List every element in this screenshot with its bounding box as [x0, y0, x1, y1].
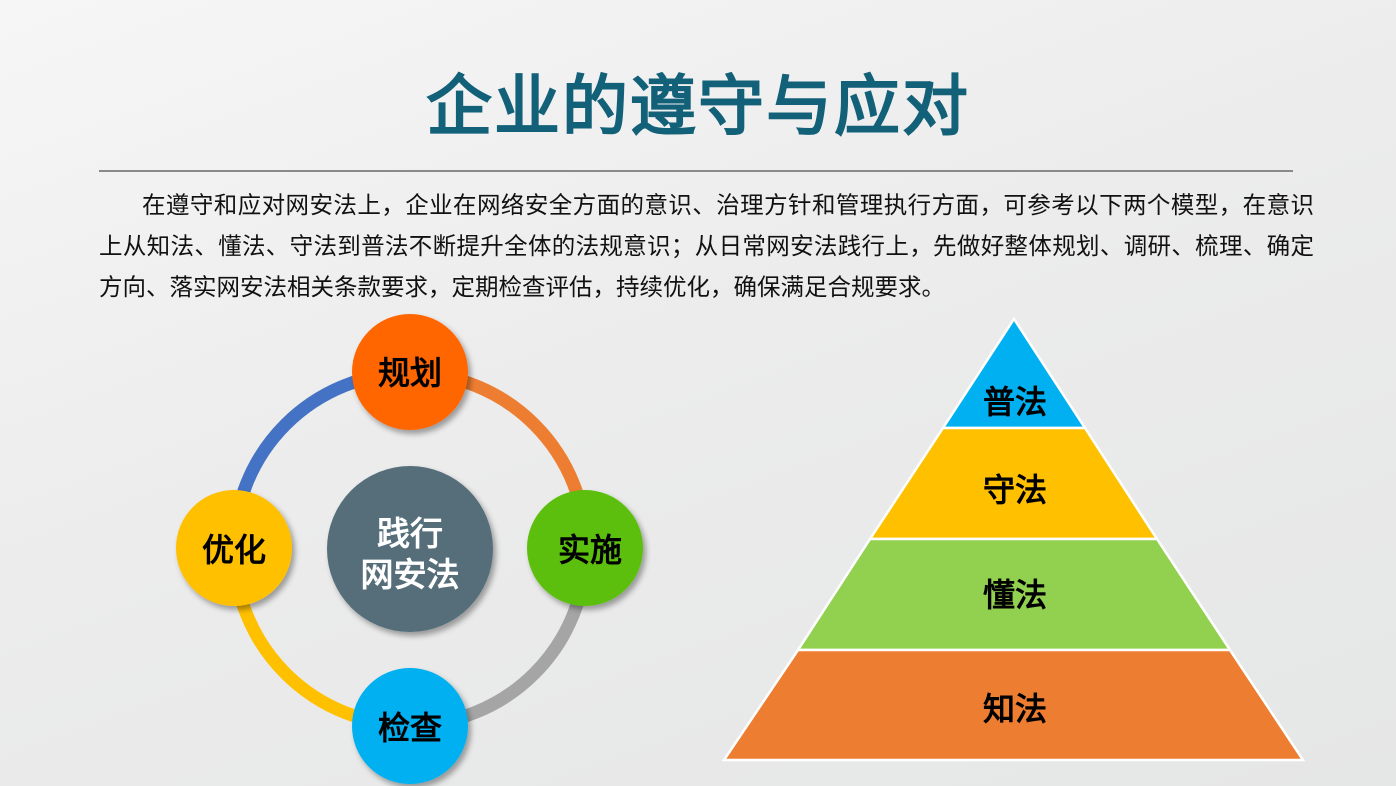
cycle-node-plan-label: 规划 [378, 354, 442, 392]
pyramid-diagram [721, 316, 1306, 762]
pyramid-label-abide: 守法 [983, 471, 1047, 509]
cycle-center-line1: 践行 [377, 514, 443, 553]
title-divider [99, 170, 1293, 172]
pyramid-label-understand: 懂法 [983, 576, 1047, 614]
cycle-node-optimize: 优化 [176, 490, 292, 606]
cycle-diagram: 践行 网安法 规划 实施 检查 优化 [176, 314, 643, 784]
cycle-node-implement-label: 实施 [558, 531, 622, 569]
slide-title: 企业的遵守与应对 [426, 68, 970, 145]
pyramid-labels: 普法 守法 懂法 知法 [983, 383, 1047, 728]
pyramid-label-know: 知法 [983, 690, 1047, 728]
pyramid-tier-know [721, 648, 1306, 762]
cycle-node-implement: 实施 [527, 490, 643, 606]
cycle-node-optimize-label: 优化 [202, 531, 266, 569]
intro-paragraph: 在遵守和应对网安法上，企业在网络安全方面的意识、治理方针和管理执行方面，可参考以… [99, 191, 1314, 301]
cycle-node-check-label: 检查 [378, 709, 442, 747]
cycle-node-plan: 规划 [352, 314, 468, 430]
cycle-center: 践行 网安法 [327, 466, 493, 632]
pyramid-label-popularize: 普法 [983, 383, 1047, 421]
cycle-node-check: 检查 [352, 668, 468, 784]
cycle-center-line2: 网安法 [361, 555, 460, 594]
